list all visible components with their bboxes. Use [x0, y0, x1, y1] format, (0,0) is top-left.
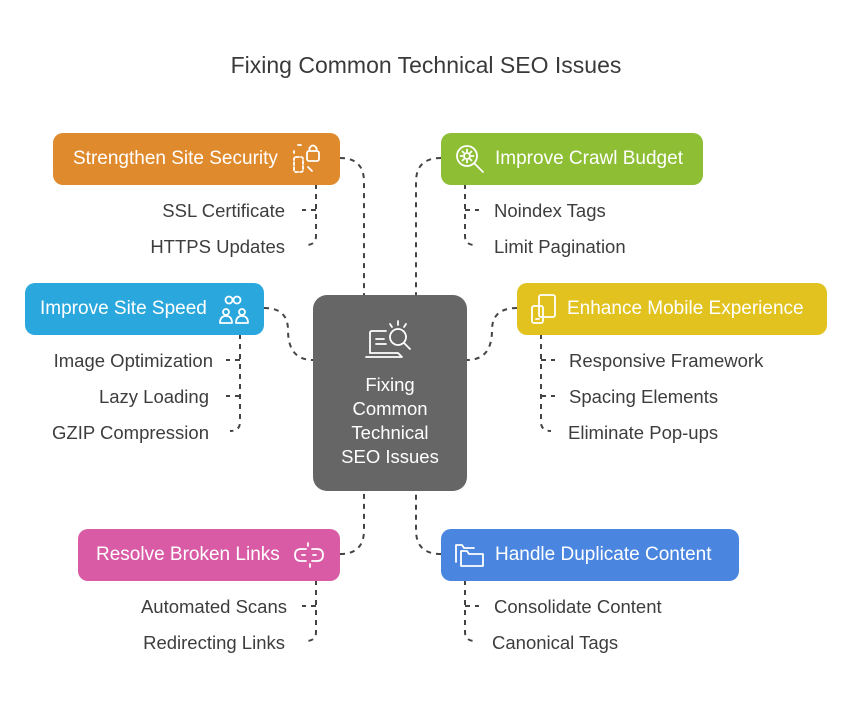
- connector-links-items: [305, 580, 317, 642]
- connector-duplicate: [415, 491, 442, 555]
- branch-item: Image Optimization: [53, 350, 213, 371]
- branch-item: Responsive Framework: [569, 350, 764, 371]
- branch-links: Resolve Broken Links: [78, 529, 340, 581]
- branch-item: Redirecting Links: [143, 632, 285, 653]
- branch-item: Lazy Loading: [98, 386, 209, 407]
- branch-item: Spacing Elements: [569, 386, 719, 407]
- folders-icon: [455, 544, 484, 567]
- connector-crawl: [415, 157, 442, 295]
- branch-item: Automated Scans: [140, 596, 287, 617]
- branch-speed: Improve Site Speed: [25, 283, 264, 335]
- lock-icon: [292, 144, 320, 173]
- center-label-line: Technical: [351, 422, 429, 443]
- branch-item: Noindex Tags: [494, 200, 606, 221]
- center-label-line: Fixing: [365, 374, 415, 395]
- branch-item: Eliminate Pop-ups: [568, 422, 719, 443]
- connector-links: [339, 491, 365, 555]
- broken-link-icon: [293, 542, 324, 568]
- branch-item: GZIP Compression: [52, 422, 209, 443]
- branch-item: Consolidate Content: [494, 596, 662, 617]
- diagram-title: Fixing Common Technical SEO Issues: [230, 52, 622, 78]
- connector-security-items: [305, 184, 317, 246]
- center-label: Fixing Common Technical SEO Issues: [313, 373, 467, 469]
- mobile-devices-icon: [531, 294, 556, 324]
- connector-crawl-items: [464, 184, 476, 246]
- center-label-line: Common: [352, 398, 428, 419]
- branch-security: Strengthen Site Security: [53, 133, 340, 185]
- connector-mobile-items: [540, 334, 552, 432]
- connector-speed: [263, 307, 314, 361]
- connector-speed-items: [229, 334, 241, 432]
- branch-item: HTTPS Updates: [150, 236, 285, 257]
- branch-duplicate: Handle Duplicate Content: [441, 529, 739, 581]
- branch-item: Canonical Tags: [492, 632, 619, 653]
- branch-item: Limit Pagination: [494, 236, 626, 257]
- branch-crawl: Improve Crawl Budget: [441, 133, 703, 185]
- branch-label: Strengthen Site Security: [73, 148, 278, 169]
- branch-label: Resolve Broken Links: [96, 544, 280, 565]
- branch-label: Improve Crawl Budget: [495, 148, 683, 169]
- branch-label: Enhance Mobile Experience: [567, 298, 804, 319]
- connector-security: [339, 157, 365, 295]
- branch-mobile: Enhance Mobile Experience: [517, 283, 827, 335]
- users-icon: [218, 295, 249, 324]
- connector-duplicate-items: [464, 580, 476, 642]
- branch-label: Improve Site Speed: [40, 298, 207, 319]
- connector-mobile: [466, 307, 518, 361]
- center-label-line: SEO Issues: [341, 446, 439, 467]
- laptop-search-icon: [365, 320, 411, 358]
- branch-label: Handle Duplicate Content: [495, 544, 712, 565]
- gear-search-icon: [456, 145, 484, 173]
- center-node: Fixing Common Technical SEO Issues: [313, 295, 467, 491]
- branch-item: SSL Certificate: [162, 200, 285, 221]
